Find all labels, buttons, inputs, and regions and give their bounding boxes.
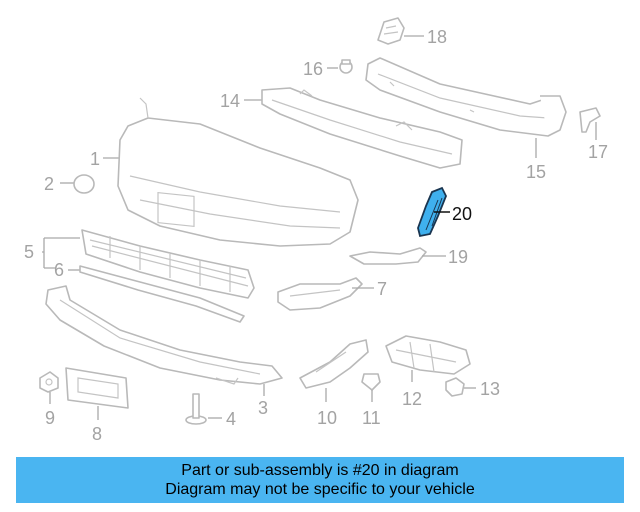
banner-line-part: Part or sub-assembly is #20 in diagram [181,462,459,479]
part-17-bolt [579,107,601,133]
callout-5: 5 [24,242,34,262]
part-15-reinforcement-bar [365,57,567,137]
callout-4: 4 [226,409,236,429]
part-9-nut [39,371,59,393]
part-7-trim [277,277,363,311]
callout-9: 9 [45,408,55,428]
callout-3: 3 [258,398,268,418]
part-16-bolt [339,59,353,74]
callout-12: 12 [402,389,422,409]
banner-line-disclaimer: Diagram may not be specific to your vehi… [165,481,475,498]
part-2-cap [73,174,95,194]
part-6-grille [81,229,255,299]
callout-18: 18 [427,27,447,47]
callout-17: 17 [588,142,608,162]
callout-14: 14 [220,91,240,111]
callout-8: 8 [92,424,102,444]
callout-1: 1 [90,149,100,169]
part-1-bumper-cover [117,97,359,247]
part-14-energy-absorber [261,87,463,169]
callout-10: 10 [317,408,337,428]
part-3-spoiler [45,285,283,385]
callout-19: 19 [448,247,468,267]
part-12-side-bracket [385,335,471,375]
part-6-molding [79,265,245,323]
callout-20: 20 [452,204,472,224]
callout-13: 13 [480,379,500,399]
part-4-screw [185,393,207,425]
part-8-license-bracket [65,367,129,409]
part-11-clip [361,373,381,391]
part-18-bracket [377,17,405,45]
callout-2: 2 [44,174,54,194]
leader-5 [42,237,80,269]
part-10-bracket [299,339,369,389]
part-13-nut [445,377,465,397]
part-19-molding [349,247,427,265]
callout-6: 6 [54,260,64,280]
callout-7: 7 [377,279,387,299]
callout-15: 15 [526,162,546,182]
info-banner: Part or sub-assembly is #20 in diagram D… [16,457,624,503]
callout-11: 11 [362,408,381,428]
callout-16: 16 [303,59,323,79]
parts-diagram: 18 16 15 17 14 1 2 5 [24,17,608,444]
